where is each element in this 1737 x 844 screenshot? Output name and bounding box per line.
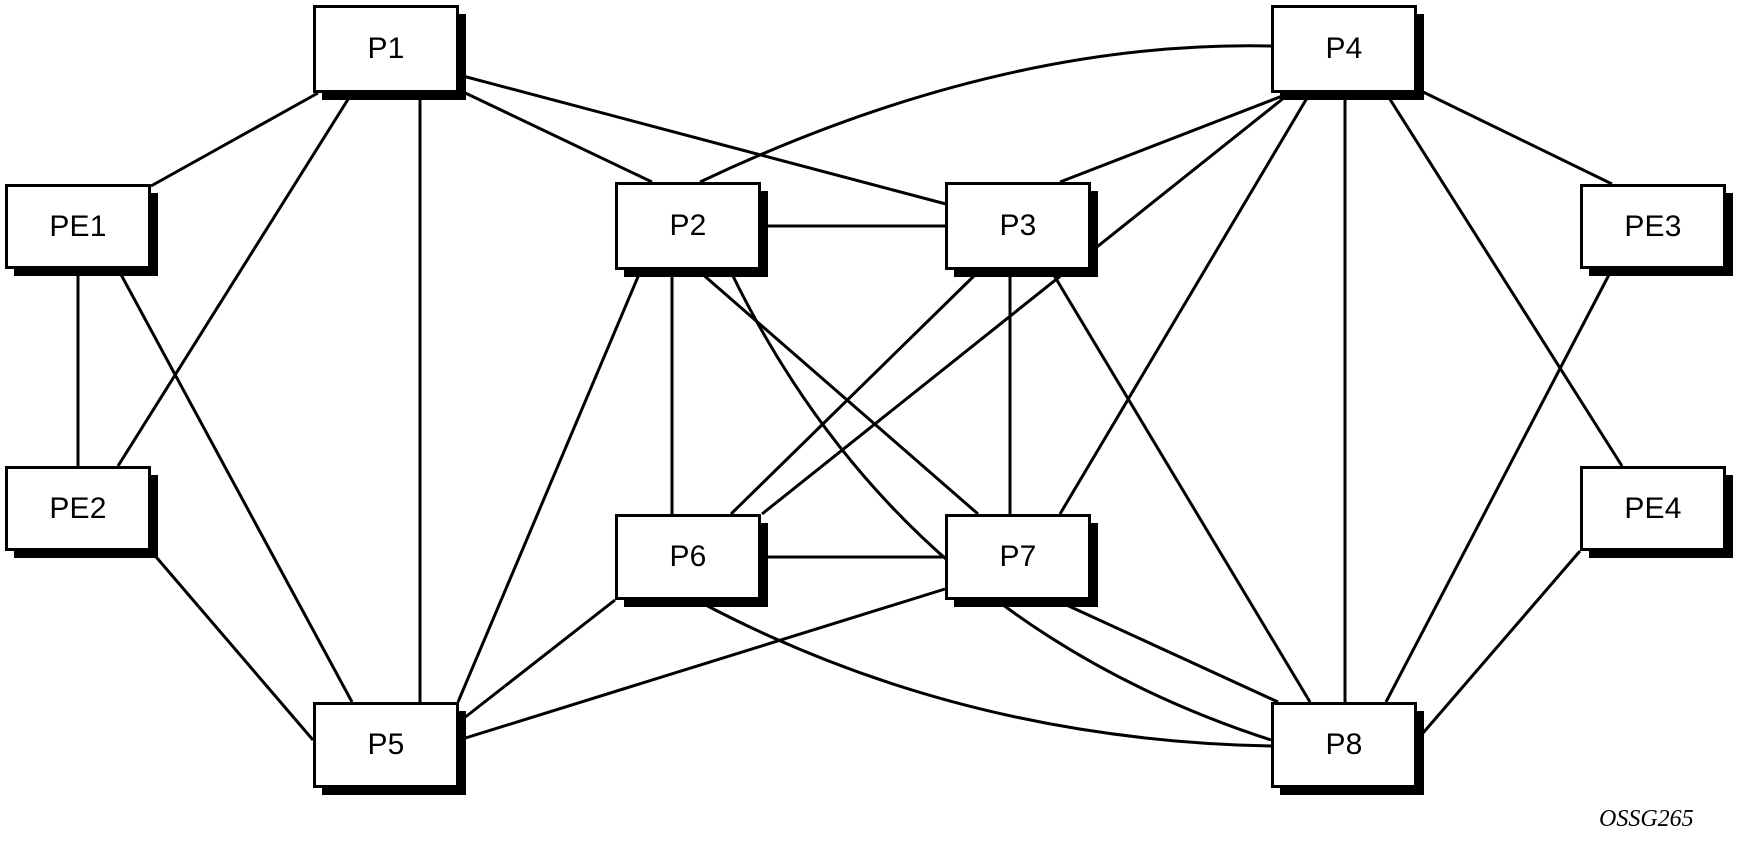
edge-pe1-p5: [116, 268, 354, 703]
node-pe1[interactable]: PE1: [5, 184, 151, 269]
edge-pe2-p5: [149, 550, 315, 741]
node-pe4[interactable]: PE4: [1580, 466, 1726, 551]
node-p4[interactable]: P4: [1271, 5, 1417, 93]
node-label-p4: P4: [1325, 32, 1363, 65]
edge-pe4-p8: [1415, 550, 1582, 741]
edge-p5-p7: [458, 587, 946, 742]
edge-pe3-p8: [1384, 268, 1614, 703]
edge-pe1-p1: [150, 91, 319, 188]
edge-p5-p6: [458, 598, 616, 724]
node-label-p8: P8: [1325, 728, 1363, 761]
node-p8[interactable]: P8: [1271, 702, 1417, 788]
node-p2[interactable]: P2: [615, 182, 761, 270]
edge-p6-p8: [699, 600, 1272, 748]
edge-p4-pe4: [1384, 92, 1624, 467]
node-label-p1: P1: [367, 32, 405, 65]
node-pe2[interactable]: PE2: [5, 466, 151, 551]
edge-p3-p4: [1059, 91, 1291, 184]
node-pe3[interactable]: PE3: [1580, 184, 1726, 269]
edge-p4-pe3: [1418, 88, 1613, 186]
edge-p4-p6: [761, 91, 1291, 516]
edge-p2-p5: [456, 271, 642, 703]
node-p3[interactable]: P3: [945, 182, 1091, 270]
edge-p1-p2: [458, 88, 653, 184]
edge-p7-p8: [1059, 600, 1279, 704]
node-label-p6: P6: [669, 540, 707, 573]
node-label-pe1: PE1: [49, 209, 107, 243]
node-p5[interactable]: P5: [313, 702, 459, 788]
node-p6[interactable]: P6: [615, 514, 761, 600]
node-label-pe2: PE2: [49, 491, 107, 525]
node-label-p3: P3: [999, 209, 1037, 242]
node-label-p5: P5: [367, 728, 405, 761]
node-label-p2: P2: [669, 209, 707, 242]
node-label-pe3: PE3: [1624, 209, 1682, 243]
node-p7[interactable]: P7: [945, 514, 1091, 600]
edge-p3-p8: [1050, 271, 1312, 703]
edge-pe2-p1: [116, 92, 354, 467]
edge-p2-p7: [699, 270, 979, 516]
edge-p3-p6: [729, 270, 980, 516]
figure-id-label: OSSG265: [1599, 806, 1694, 832]
edge-p2-p4: [699, 44, 1272, 184]
node-label-pe4: PE4: [1624, 491, 1682, 525]
edge-p1-p3: [458, 73, 947, 206]
node-p1[interactable]: P1: [313, 5, 459, 93]
edge-p4-p7: [1058, 92, 1312, 515]
node-label-p7: P7: [999, 540, 1037, 573]
